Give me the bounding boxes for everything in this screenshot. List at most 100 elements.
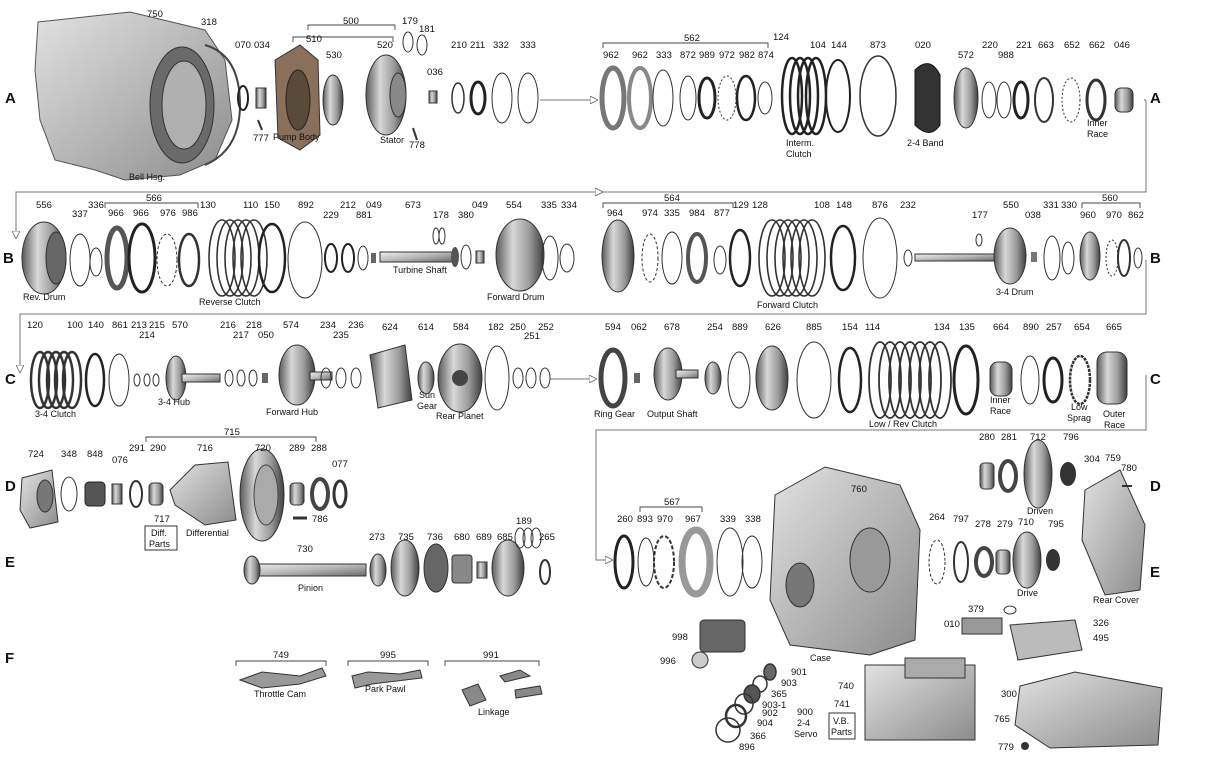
callout-280: 280	[979, 432, 995, 443]
row-b-parts	[21, 217, 1143, 299]
callout-178: 178	[433, 210, 449, 221]
row-f-captions: Throttle Cam Park Pawl Linkage Case 2-4 …	[254, 653, 856, 740]
callout-234: 234	[320, 320, 336, 331]
callout-663: 663	[1038, 40, 1054, 51]
callout-114: 114	[865, 322, 880, 333]
ring-182	[484, 345, 510, 411]
callout-318: 318	[201, 17, 217, 28]
row-e-brackets	[639, 506, 703, 512]
oil-pan-300	[1014, 671, 1163, 749]
callout-970: 970	[1106, 210, 1122, 221]
callout-556: 556	[36, 200, 52, 211]
callout-626: 626	[765, 322, 781, 333]
race-046	[1114, 87, 1134, 113]
caption-park-pawl: Park Pawl	[365, 684, 406, 694]
callout-337: 337	[72, 209, 88, 220]
caption-sun-gear: Gear	[417, 401, 437, 411]
callout-760: 760	[851, 484, 867, 495]
caption-pinion: Pinion	[298, 583, 323, 593]
race-278	[974, 546, 994, 578]
row-label-a-right: A	[1150, 90, 1161, 107]
callout-335: 335	[541, 200, 557, 211]
row-d-bracket	[145, 436, 317, 442]
washer-049b	[475, 250, 485, 264]
caption-low-sprag: Sprag	[1067, 413, 1091, 423]
caption-low-rev-clutch: Low / Rev Clutch	[869, 419, 937, 429]
part-680	[451, 554, 473, 584]
row-a-parts	[34, 11, 1134, 181]
caption-reverse-clutch: Reverse Clutch	[199, 297, 261, 307]
caption-servo: Servo	[794, 729, 818, 739]
callout-720: 720	[255, 443, 271, 454]
ring-881	[357, 245, 369, 271]
callout-333: 333	[520, 40, 536, 51]
ring-962a	[599, 65, 627, 131]
ring-189b	[522, 527, 534, 549]
washer-049a	[371, 253, 376, 263]
caption-forward-clutch: Forward Clutch	[757, 300, 818, 310]
drum-3-4-550	[993, 227, 1027, 285]
row-b-captions: Rev. Drum Reverse Clutch Turbine Shaft F…	[23, 265, 1034, 310]
drain-plug-779	[1021, 742, 1029, 750]
caption-forward-drum: Forward Drum	[487, 292, 545, 302]
ring-861	[108, 353, 130, 407]
callout-717: 717	[154, 514, 170, 525]
ring-339	[716, 527, 744, 597]
ring-216	[224, 369, 234, 387]
callout-177: 177	[972, 210, 988, 221]
callout-150: 150	[264, 200, 280, 211]
callout-554: 554	[506, 200, 522, 211]
park-pawl-995	[351, 669, 423, 689]
callout-217: 217	[233, 330, 249, 341]
shell-624	[369, 344, 413, 409]
caption-stator: Stator	[380, 135, 404, 145]
callout-338: 338	[745, 514, 761, 525]
callout-278: 278	[975, 519, 991, 530]
row-d-numbers: 724 348 848 076 291 290 715 716 720 289 …	[28, 427, 1137, 525]
spring-972	[717, 75, 737, 121]
sprag-654	[1068, 354, 1092, 406]
callout-962b: 962	[632, 50, 648, 61]
callout-211: 211	[470, 40, 485, 51]
reverse-clutch-110	[208, 219, 268, 297]
ring-177	[975, 233, 983, 247]
callout-144: 144	[831, 40, 847, 51]
callout-584: 584	[453, 322, 469, 333]
callout-336: 336	[88, 200, 104, 211]
ring-862	[1133, 247, 1143, 269]
ring-213	[133, 373, 141, 387]
washer-062	[634, 373, 640, 383]
ring-250	[512, 367, 524, 389]
callout-564: 564	[664, 193, 680, 204]
caption-rear-cover: Rear Cover	[1093, 595, 1139, 605]
ring-335b	[661, 231, 683, 285]
bearing-076	[111, 483, 123, 505]
callout-036: 036	[427, 67, 443, 78]
caption-linkage: Linkage	[478, 707, 510, 717]
ring-178a	[432, 227, 440, 245]
callout-264: 264	[929, 512, 945, 523]
callout-594: 594	[605, 322, 621, 333]
callout-216: 216	[220, 320, 236, 331]
callout-049a: 049	[366, 200, 382, 211]
callout-260: 260	[617, 514, 633, 525]
bearing-254	[704, 361, 722, 395]
ring-252	[539, 367, 551, 389]
shaft-3-4-drum	[914, 253, 996, 262]
callout-877: 877	[714, 208, 730, 219]
callout-678: 678	[664, 322, 680, 333]
filter-326	[1009, 619, 1083, 661]
callout-330: 330	[1061, 200, 1077, 211]
callout-989: 989	[699, 50, 715, 61]
callout-724: 724	[28, 449, 44, 460]
callout-289: 289	[289, 443, 305, 454]
callout-130: 130	[200, 200, 216, 211]
callout-966b: 966	[133, 208, 149, 219]
ring-989	[697, 76, 717, 120]
hub-572	[953, 67, 979, 129]
ring-333b	[652, 69, 674, 127]
race-664	[989, 361, 1013, 397]
row-d-captions: Diff. Parts Differential Driven	[144, 506, 1053, 551]
forward-clutch-108	[758, 219, 826, 297]
callout-221: 221	[1016, 40, 1032, 51]
